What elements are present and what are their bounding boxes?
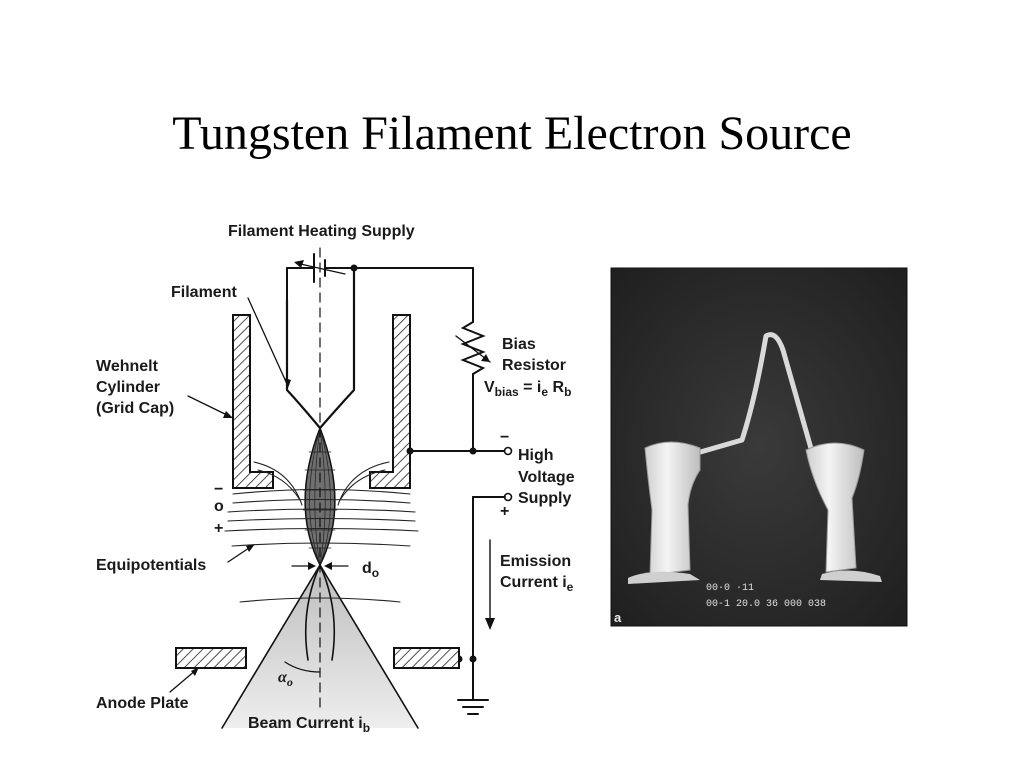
label-wehnelt-3: (Grid Cap) bbox=[96, 400, 174, 417]
label-d0: do bbox=[362, 560, 379, 580]
alpha-arc bbox=[284, 661, 321, 673]
anode-plate-right bbox=[393, 647, 460, 669]
junction-dot bbox=[406, 447, 414, 455]
label-beam-current: Beam Current ib bbox=[248, 715, 370, 735]
ground-wire bbox=[457, 496, 506, 715]
label-equipotentials: Equipotentials bbox=[96, 557, 206, 574]
label-filament: Filament bbox=[171, 284, 237, 301]
right-post bbox=[805, 442, 865, 573]
junction-dot bbox=[469, 447, 477, 455]
emission-arrow bbox=[485, 539, 495, 630]
bias-resistor bbox=[455, 267, 491, 452]
wehnelt-right bbox=[369, 314, 411, 489]
label-o-left: o bbox=[214, 498, 224, 515]
label-resistor: Resistor bbox=[502, 357, 566, 374]
label-hv-plus: + bbox=[500, 503, 509, 520]
hv-minus-terminal bbox=[503, 446, 513, 456]
label-wehnelt-1: Wehnelt bbox=[96, 358, 159, 375]
heating-supply-battery bbox=[286, 253, 474, 301]
left-post bbox=[644, 441, 701, 576]
wehnelt-left bbox=[232, 314, 274, 489]
label-emission: Emission bbox=[500, 553, 571, 570]
d0-arrows bbox=[291, 562, 349, 570]
label-wehnelt-2: Cylinder bbox=[96, 379, 160, 396]
label-anode-plate: Anode Plate bbox=[96, 695, 189, 712]
filament bbox=[285, 266, 356, 430]
label-vbias-equation: Vbias = ie Rb bbox=[484, 379, 571, 399]
hairpin-wire bbox=[689, 332, 827, 458]
label-supply: Supply bbox=[518, 490, 571, 507]
schematic bbox=[169, 247, 513, 729]
photo-scale-line1: 00·0 ·11 bbox=[706, 583, 754, 594]
photo-scale-line2: 00-1 20.0 36 000 038 bbox=[706, 599, 826, 610]
filament-micrograph: 00·0 ·11 00-1 20.0 36 000 038 a bbox=[610, 267, 908, 627]
slide-title: Tungsten Filament Electron Source bbox=[172, 107, 852, 160]
label-plus-left: + bbox=[214, 520, 223, 537]
junction-dot bbox=[469, 655, 477, 663]
beam-edges bbox=[221, 564, 419, 729]
label-alpha0: αo bbox=[278, 669, 293, 689]
label-emission-current: Current ie bbox=[500, 574, 574, 594]
anode-plate-left bbox=[175, 647, 247, 669]
label-hv-minus: − bbox=[500, 429, 509, 446]
label-minus-left: − bbox=[214, 481, 223, 498]
equipotential-lines bbox=[224, 461, 419, 603]
label-bias: Bias bbox=[502, 336, 536, 353]
label-filament-heating-supply: Filament Heating Supply bbox=[228, 223, 415, 240]
label-high: High bbox=[518, 447, 554, 464]
pointer-lines bbox=[169, 297, 291, 693]
label-voltage: Voltage bbox=[518, 469, 575, 486]
photo-corner-label: a bbox=[614, 610, 622, 625]
